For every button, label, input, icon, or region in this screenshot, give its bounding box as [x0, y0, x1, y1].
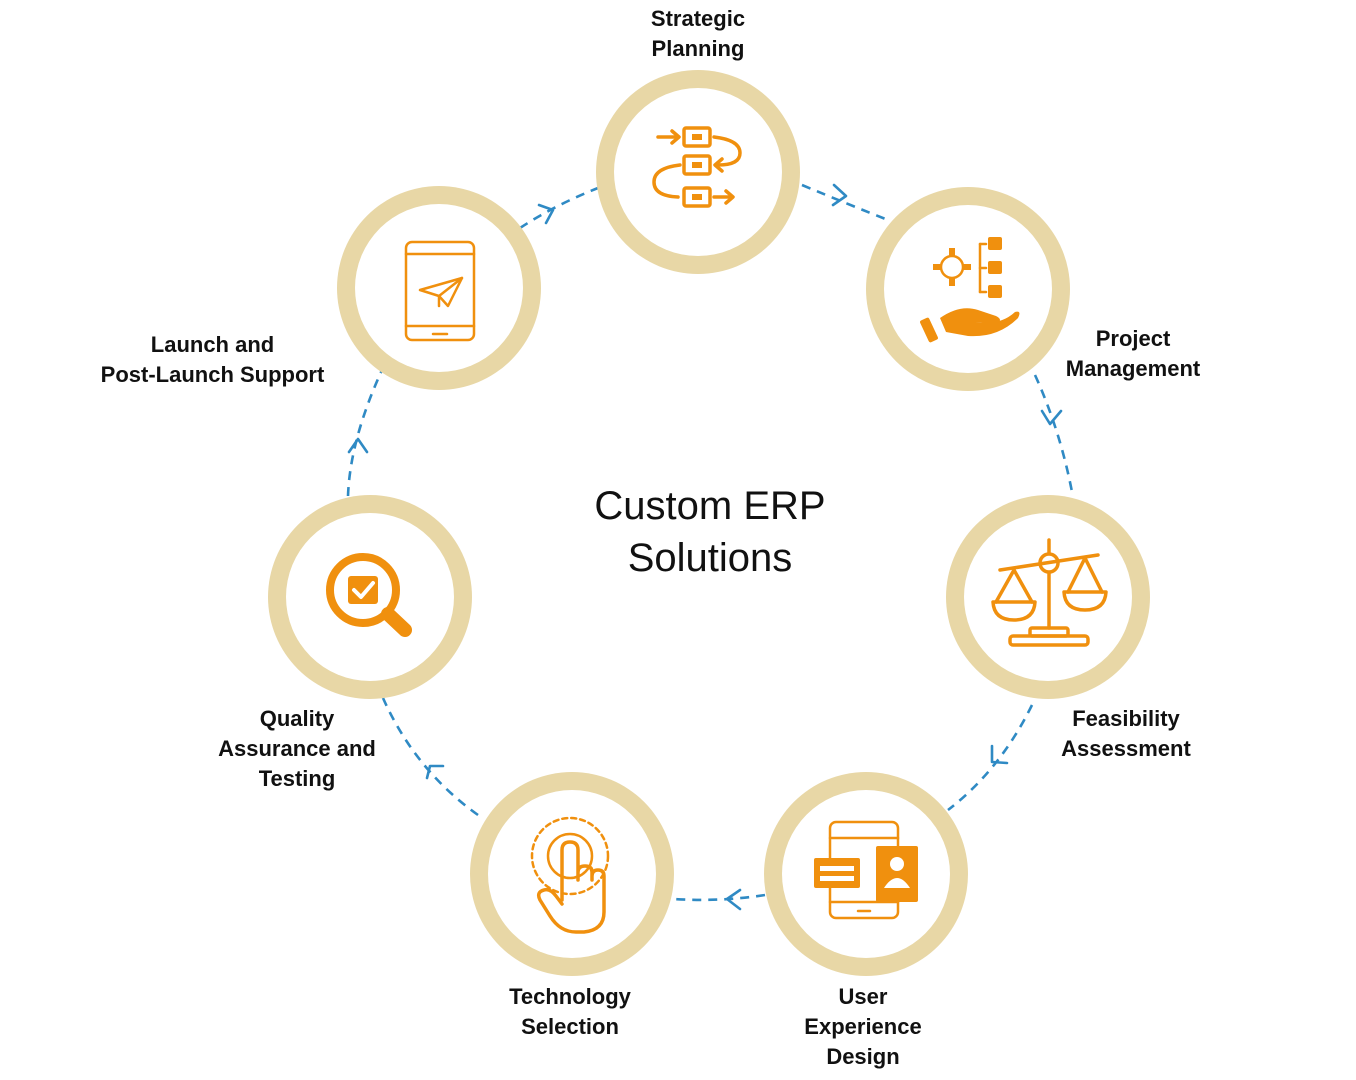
node-feasibility-assessment: [946, 495, 1150, 699]
arrowhead-1: [831, 183, 848, 207]
touch-hand-icon: [530, 816, 610, 934]
label-line: User: [838, 984, 888, 1009]
label-line: Technology: [509, 984, 631, 1009]
label-line: Post-Launch Support: [100, 362, 325, 387]
connector-ux-to-technology: [673, 893, 766, 902]
arrowhead-2: [1040, 409, 1063, 426]
label-line: Feasibility: [1072, 706, 1180, 731]
connector-technology-to-quality: [381, 697, 479, 817]
connector-strategic-to-project: [801, 183, 889, 222]
label-line: Selection: [521, 1014, 619, 1039]
center-title-line-1: Custom ERP: [594, 484, 826, 528]
label-line: Project: [1095, 326, 1171, 351]
node-strategic-planning: [596, 70, 800, 274]
label-technology-selection: Technology Selection: [470, 982, 670, 1042]
label-line: Design: [826, 1044, 900, 1069]
node-launch-support: [337, 186, 541, 390]
node-center: [884, 205, 1052, 373]
node-center: [614, 88, 782, 256]
node-technology-selection: [470, 772, 674, 976]
connector-feasibility-to-ux: [947, 704, 1034, 812]
label-line: Assurance and: [218, 736, 376, 761]
gear-hand-icon: [920, 237, 1020, 343]
connector-project-to-feasibility: [1033, 374, 1074, 493]
label-line: Management: [1065, 356, 1201, 381]
node-center: [782, 790, 950, 958]
label-project-management: Project Management: [1033, 324, 1233, 384]
label-line: Strategic: [650, 6, 746, 31]
label-line: Launch and: [150, 332, 275, 357]
label-launch-support: Launch and Post-Launch Support: [90, 330, 335, 390]
tablet-paper-plane-icon: [404, 240, 476, 342]
label-line: Experience: [804, 1014, 922, 1039]
arrowhead-4: [725, 888, 742, 911]
flowchart-icon: [652, 126, 742, 208]
label-quality-assurance-testing: Quality Assurance and Testing: [197, 704, 397, 794]
connector-quality-to-launch: [346, 369, 384, 497]
arrowhead-5: [425, 764, 445, 780]
center-title-line-2: Solutions: [627, 536, 793, 580]
balance-scale-icon: [991, 538, 1108, 647]
label-strategic-planning: Strategic Planning: [598, 4, 798, 64]
arrowhead-6: [347, 437, 369, 454]
arrowhead-3: [990, 744, 1009, 765]
label-feasibility-assessment: Feasibility Assessment: [1026, 704, 1226, 764]
label-line: Assessment: [1061, 736, 1191, 761]
center-title: Custom ERP Solutions: [560, 480, 860, 584]
node-center: [355, 204, 523, 372]
connector-launch-to-strategic: [519, 186, 599, 230]
node-user-experience-design: [764, 772, 968, 976]
cycle-connectors: [346, 183, 1074, 902]
label-user-experience-design: User Experience Design: [763, 982, 963, 1072]
magnifier-check-icon: [326, 553, 412, 637]
label-line: Planning: [651, 36, 745, 61]
label-line: Quality: [259, 706, 335, 731]
node-quality-assurance-testing: [268, 495, 472, 699]
tablet-profile-icon: [814, 820, 918, 920]
cycle-arrowheads: [347, 183, 1063, 911]
arrowhead-7: [537, 203, 555, 225]
node-center: [488, 790, 656, 958]
node-project-management: [866, 187, 1070, 391]
label-line: Testing: [258, 766, 336, 791]
